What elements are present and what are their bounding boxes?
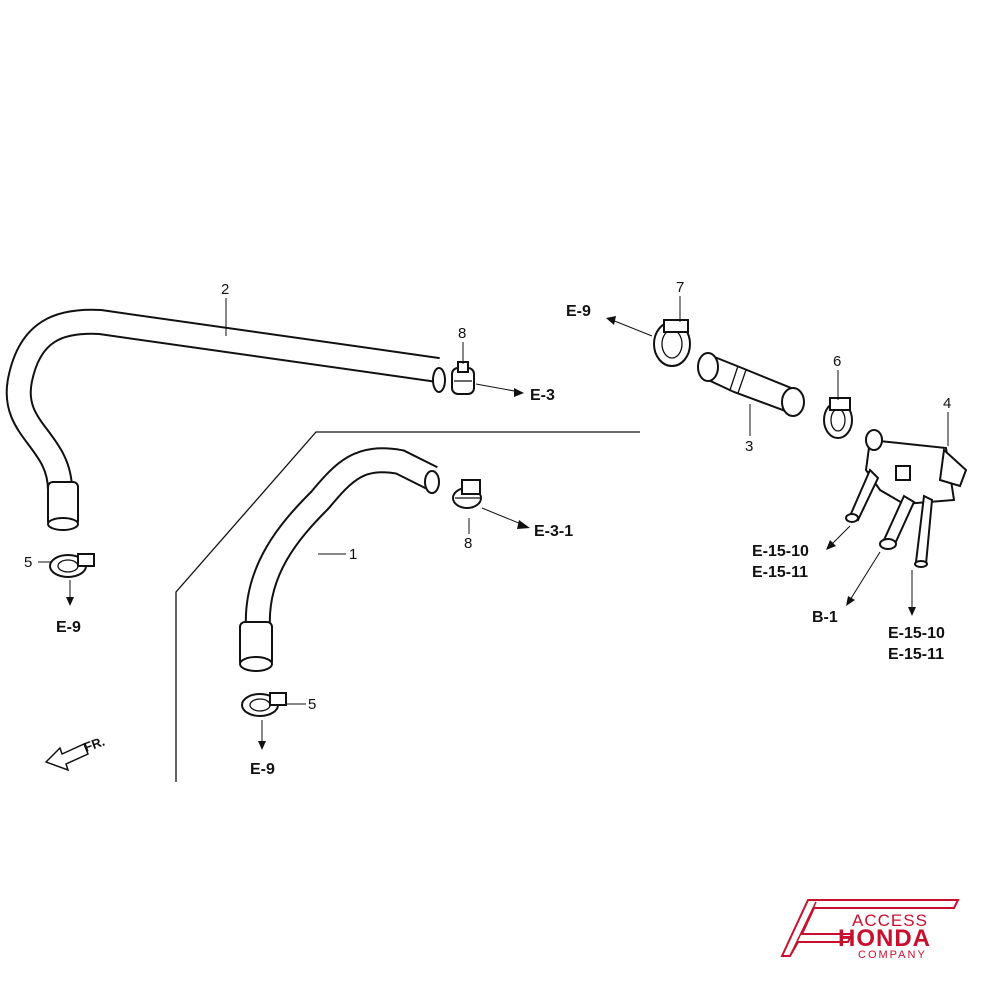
ref-e3-1[interactable]: E-3-1 <box>534 523 573 540</box>
hose-part-2[interactable] <box>5 308 446 531</box>
clamp-part-5-left[interactable] <box>49 553 95 578</box>
hose-part-1[interactable] <box>239 447 440 672</box>
part-label-6: 6 <box>833 353 841 370</box>
front-label: FR. <box>82 734 107 755</box>
leader-lines <box>38 296 949 750</box>
ref-e3[interactable]: E-3 <box>530 387 555 404</box>
clamp-part-8-lower[interactable] <box>452 479 482 509</box>
part-label-8-upper: 8 <box>458 325 466 342</box>
logo-line-3: COMPANY <box>858 949 927 961</box>
ref-e15-10-a[interactable]: E-15-10 <box>752 543 809 560</box>
clamp-part-6[interactable] <box>823 397 853 439</box>
logo-line-1: ACCESS <box>852 911 928 930</box>
logo-line-2: HONDA <box>838 925 931 952</box>
part-label-2: 2 <box>221 281 229 298</box>
ref-e9-left[interactable]: E-9 <box>56 619 81 636</box>
clamp-part-5-mid[interactable] <box>241 692 287 717</box>
part-label-8-lower: 8 <box>464 535 472 552</box>
part-label-7: 7 <box>676 279 684 296</box>
ref-b1[interactable]: B-1 <box>812 609 838 626</box>
part-label-5-mid: 5 <box>308 696 316 713</box>
ref-e15-11-b[interactable]: E-15-11 <box>888 646 944 663</box>
logo-swoosh-icon <box>780 899 960 957</box>
access-honda-logo: ACCESS HONDA COMPANY <box>780 899 960 961</box>
connector-pipe-part-3[interactable] <box>697 352 805 417</box>
section-border <box>175 431 640 782</box>
front-direction-indicator: FR. <box>44 734 107 772</box>
arrow-left-icon <box>44 742 89 772</box>
ref-e15-11-a[interactable]: E-15-11 <box>752 564 808 581</box>
part-label-3: 3 <box>745 438 753 455</box>
ref-e9-top[interactable]: E-9 <box>566 303 591 320</box>
joint-part-4[interactable] <box>845 429 968 568</box>
part-label-1: 1 <box>349 546 357 563</box>
clamp-part-8-upper[interactable] <box>451 361 475 395</box>
ref-e9-mid[interactable]: E-9 <box>250 761 275 778</box>
part-label-5-left: 5 <box>24 554 32 571</box>
ref-e15-10-b[interactable]: E-15-10 <box>888 625 945 642</box>
clamp-part-7[interactable] <box>653 319 691 367</box>
part-label-4: 4 <box>943 395 951 412</box>
